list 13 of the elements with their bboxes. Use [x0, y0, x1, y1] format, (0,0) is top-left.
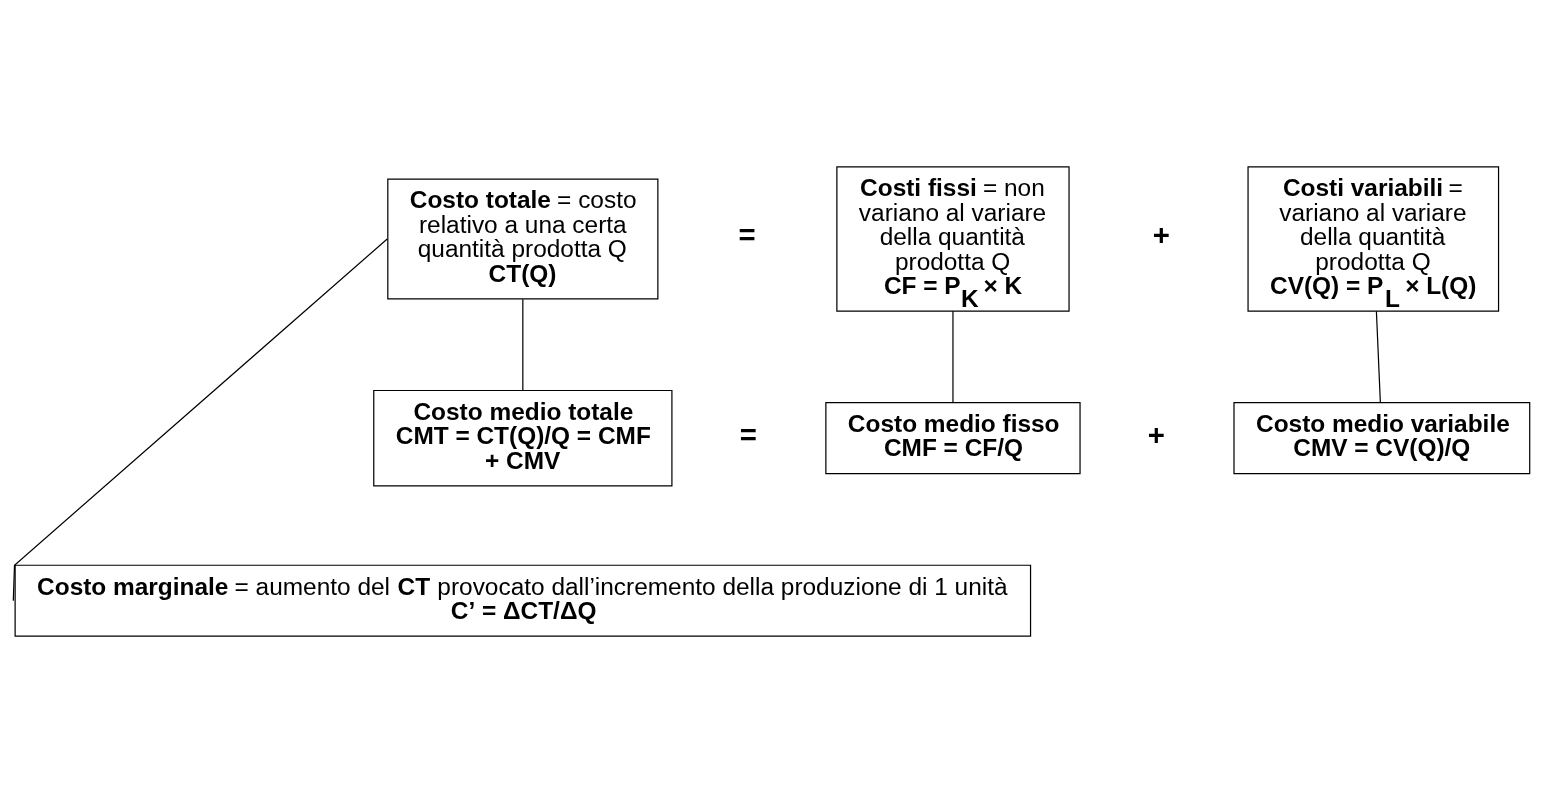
label: + [1152, 218, 1170, 252]
connector [12, 238, 388, 602]
connector [1375, 310, 1381, 404]
label: + [1147, 417, 1165, 451]
node-box: Costo medio fisso CMF = CF/Q [825, 402, 1081, 475]
node-box: Costo totale = costo relativo a una certa quantità prodotta Q CT(Q) [387, 178, 659, 300]
connector [952, 310, 954, 404]
label: = [738, 218, 756, 252]
node-box: Costo medio variabile CMV = CV(Q)/Q [1233, 402, 1531, 475]
connector [522, 298, 524, 392]
label: = [739, 417, 757, 451]
node-box: Costo medio totale CMT = CT(Q)/Q = CMF + CMV [373, 389, 673, 487]
node-box: Costo marginale = aumento del CT provocato dall’incremento della produzione di 1 unità C’ = ΔCT/ΔQ [14, 564, 1032, 637]
